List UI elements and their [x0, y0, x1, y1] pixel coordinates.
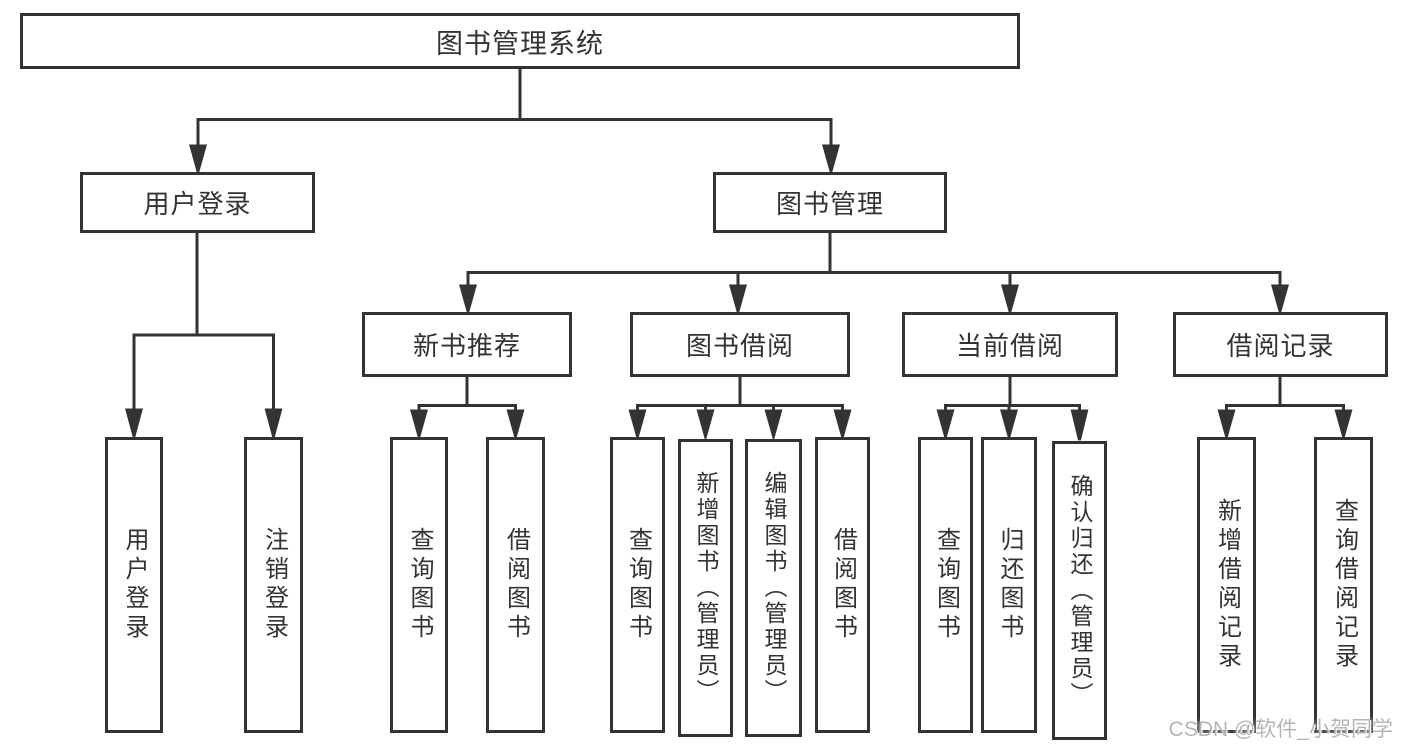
leaf-query-books-current: 查询图书 — [918, 437, 973, 733]
node-label: 借阅图书 — [502, 527, 530, 643]
node-label: 编辑图书（管理员） — [761, 471, 787, 705]
leaf-edit-book-admin: 编辑图书（管理员） — [745, 439, 802, 737]
node-label: 借阅图书 — [829, 527, 857, 643]
leaf-borrow-books-borrowing: 借阅图书 — [815, 437, 870, 733]
node-label: 归还图书 — [996, 527, 1023, 643]
node-book-borrowing: 图书借阅 — [630, 312, 850, 377]
node-new-book-recommendation: 新书推荐 — [362, 312, 572, 377]
csdn-watermark: CSDN @软件_小贺同学 — [1168, 718, 1393, 741]
leaf-confirm-return-admin: 确认归还（管理员） — [1052, 441, 1107, 740]
node-label: 用户登录 — [121, 527, 148, 643]
leaf-query-books-borrowing: 查询图书 — [610, 437, 665, 733]
leaf-add-book-admin: 新增图书（管理员） — [678, 439, 733, 737]
leaf-return-books: 归还图书 — [981, 437, 1037, 733]
node-label: 新书推荐 — [412, 331, 521, 361]
node-user-login: 用户登录 — [80, 172, 315, 233]
leaf-borrow-books-recommend: 借阅图书 — [486, 437, 545, 733]
node-label: 当前借阅 — [955, 331, 1064, 361]
leaf-query-borrow-record: 查询借阅记录 — [1314, 437, 1373, 733]
node-label: 确认归还（管理员） — [1067, 473, 1093, 708]
node-label: 图书管理 — [775, 189, 884, 219]
leaf-add-borrow-record: 新增借阅记录 — [1197, 437, 1256, 733]
node-label: 新增借阅记录 — [1213, 498, 1241, 672]
node-book-management: 图书管理 — [713, 172, 947, 233]
leaf-logout-login: 注销登录 — [244, 437, 303, 733]
node-label: 查询图书 — [932, 527, 960, 643]
node-library-management-system: 图书管理系统 — [20, 13, 1020, 69]
node-current-borrowing: 当前借阅 — [902, 312, 1118, 377]
node-label: 查询图书 — [406, 527, 433, 643]
leaf-query-books-recommend: 查询图书 — [390, 437, 448, 733]
node-borrowing-records: 借阅记录 — [1173, 312, 1388, 377]
node-label: 注销登录 — [260, 527, 288, 643]
node-label: 图书借阅 — [685, 331, 794, 361]
leaf-user-login: 用户登录 — [105, 437, 163, 733]
node-label: 查询借阅记录 — [1330, 498, 1358, 672]
node-label: 用户登录 — [143, 189, 252, 219]
node-label: 查询图书 — [624, 527, 652, 643]
node-label: 图书管理系统 — [436, 28, 604, 59]
node-label: 借阅记录 — [1226, 331, 1335, 361]
node-label: 新增图书（管理员） — [693, 471, 719, 705]
